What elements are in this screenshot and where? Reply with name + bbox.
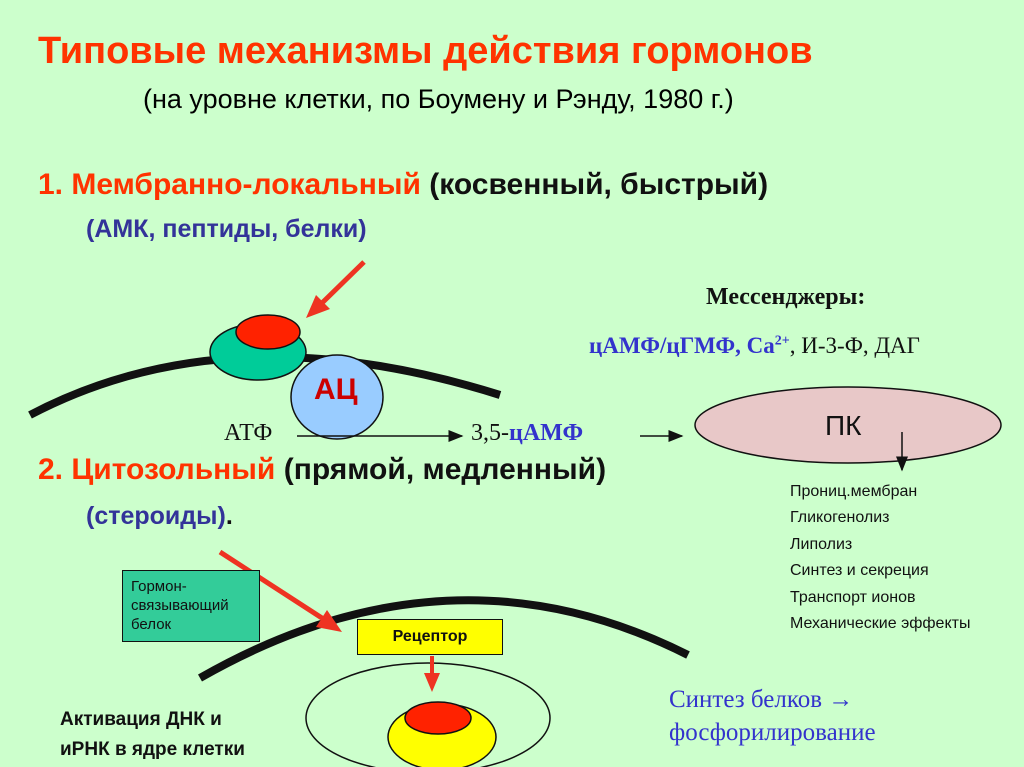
effect-item: Прониц.мембран (790, 483, 918, 500)
camp-prefix: 3,5- (471, 420, 509, 446)
binding-protein-box: Гормон-связывающий белок (122, 570, 260, 642)
dna-activation-line: иРНК в ядре клетки (60, 739, 245, 760)
protein-kinase (694, 386, 1002, 464)
effect-item: Транспорт ионов (790, 589, 916, 606)
hormone-2 (404, 701, 472, 735)
section2-name: 2. Цитозольный (38, 453, 276, 486)
camp-label: 3,5-цАМФ (471, 420, 583, 447)
section2-examples-tail: . (225, 502, 233, 530)
section2-qualifier: (прямой, медленный) (283, 453, 607, 486)
section2-heading: 2. Цитозольный (прямой, медленный) (38, 453, 606, 487)
section1-heading: 1. Мембранно-локальный (косвенный, быстр… (38, 168, 768, 202)
effect-item: Синтез и секреция (790, 562, 929, 579)
section2-examples-text: (стероиды) (86, 502, 226, 530)
section2-examples: (стероиды). (86, 502, 233, 531)
kinase-label: ПК (825, 410, 862, 441)
messengers-title: Мессенджеры: (706, 284, 866, 310)
dna-activation-text: Активация ДНК и иРНК в ядре клетки (60, 705, 245, 765)
enzyme-label: АЦ (314, 373, 358, 406)
section1-examples: (АМК, пептиды, белки) (86, 215, 367, 243)
hormone-arrow-1 (306, 260, 366, 318)
dna-activation-line: Активация ДНК и (60, 709, 222, 730)
page-subtitle: (на уровне клетки, по Боумену и Рэнду, 1… (143, 84, 734, 114)
effect-item: Липолиз (790, 536, 853, 553)
effect-item: Механические эффекты (790, 615, 971, 632)
messenger-ca-charge: 2+ (774, 333, 790, 349)
cell-nucleus (305, 662, 551, 767)
receptor-nucleus-arrow (424, 656, 440, 692)
hormone-1 (235, 314, 301, 350)
protein-synthesis-line: Синтез белков → (669, 686, 854, 713)
page-title: Типовые механизмы действия гормонов (38, 30, 813, 72)
messenger-rest: , И-3-Ф, ДАГ (789, 333, 920, 358)
messenger-camp-cgmp: цАМФ/цГМФ, (589, 333, 747, 358)
effect-item: Гликогенолиз (790, 509, 890, 526)
cell-membrane-2 (198, 596, 690, 682)
protein-synthesis-text: Синтез белков → фосфорилирование (669, 683, 876, 749)
section1-name: 1. Мембранно-локальный (38, 168, 421, 201)
hormone-arrow-2 (218, 549, 342, 632)
protein-synthesis-line: фосфорилирование (669, 719, 876, 746)
section1-qualifier: (косвенный, быстрый) (429, 168, 769, 201)
receptor-box: Рецептор (357, 619, 503, 655)
messenger-ca: Са (746, 333, 775, 358)
camp-text: цАМФ (509, 420, 584, 446)
adenylate-cyclase (290, 354, 384, 440)
messengers-list: цАМФ/цГМФ, Са2+, И-3-Ф, ДАГ (589, 333, 920, 359)
atp-label: АТФ (224, 420, 273, 446)
